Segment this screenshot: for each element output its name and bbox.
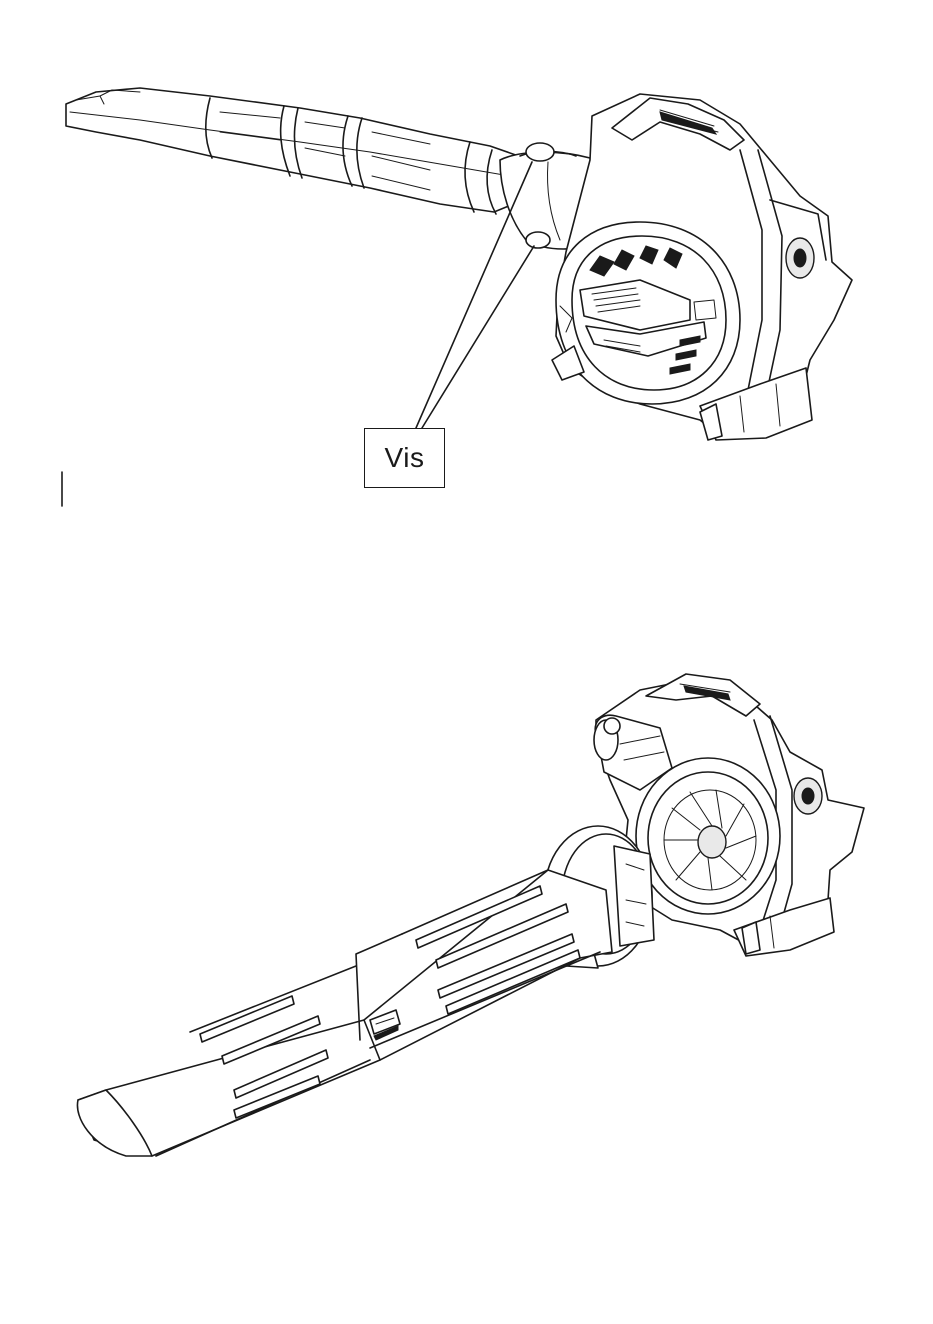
tube-flange	[544, 826, 654, 968]
fan-impeller	[664, 790, 756, 890]
callout-label: Vis	[385, 442, 425, 474]
callout-box-screw: Vis	[364, 428, 445, 488]
screw-upper	[526, 143, 554, 161]
blower-tube-detached	[77, 870, 612, 1156]
figure-assembled-blower	[0, 0, 933, 520]
engine-housing-open	[594, 674, 864, 956]
engine-housing	[552, 94, 852, 440]
screw-lower	[526, 232, 550, 248]
blower-tube	[66, 88, 530, 214]
fan-housing	[636, 758, 780, 914]
